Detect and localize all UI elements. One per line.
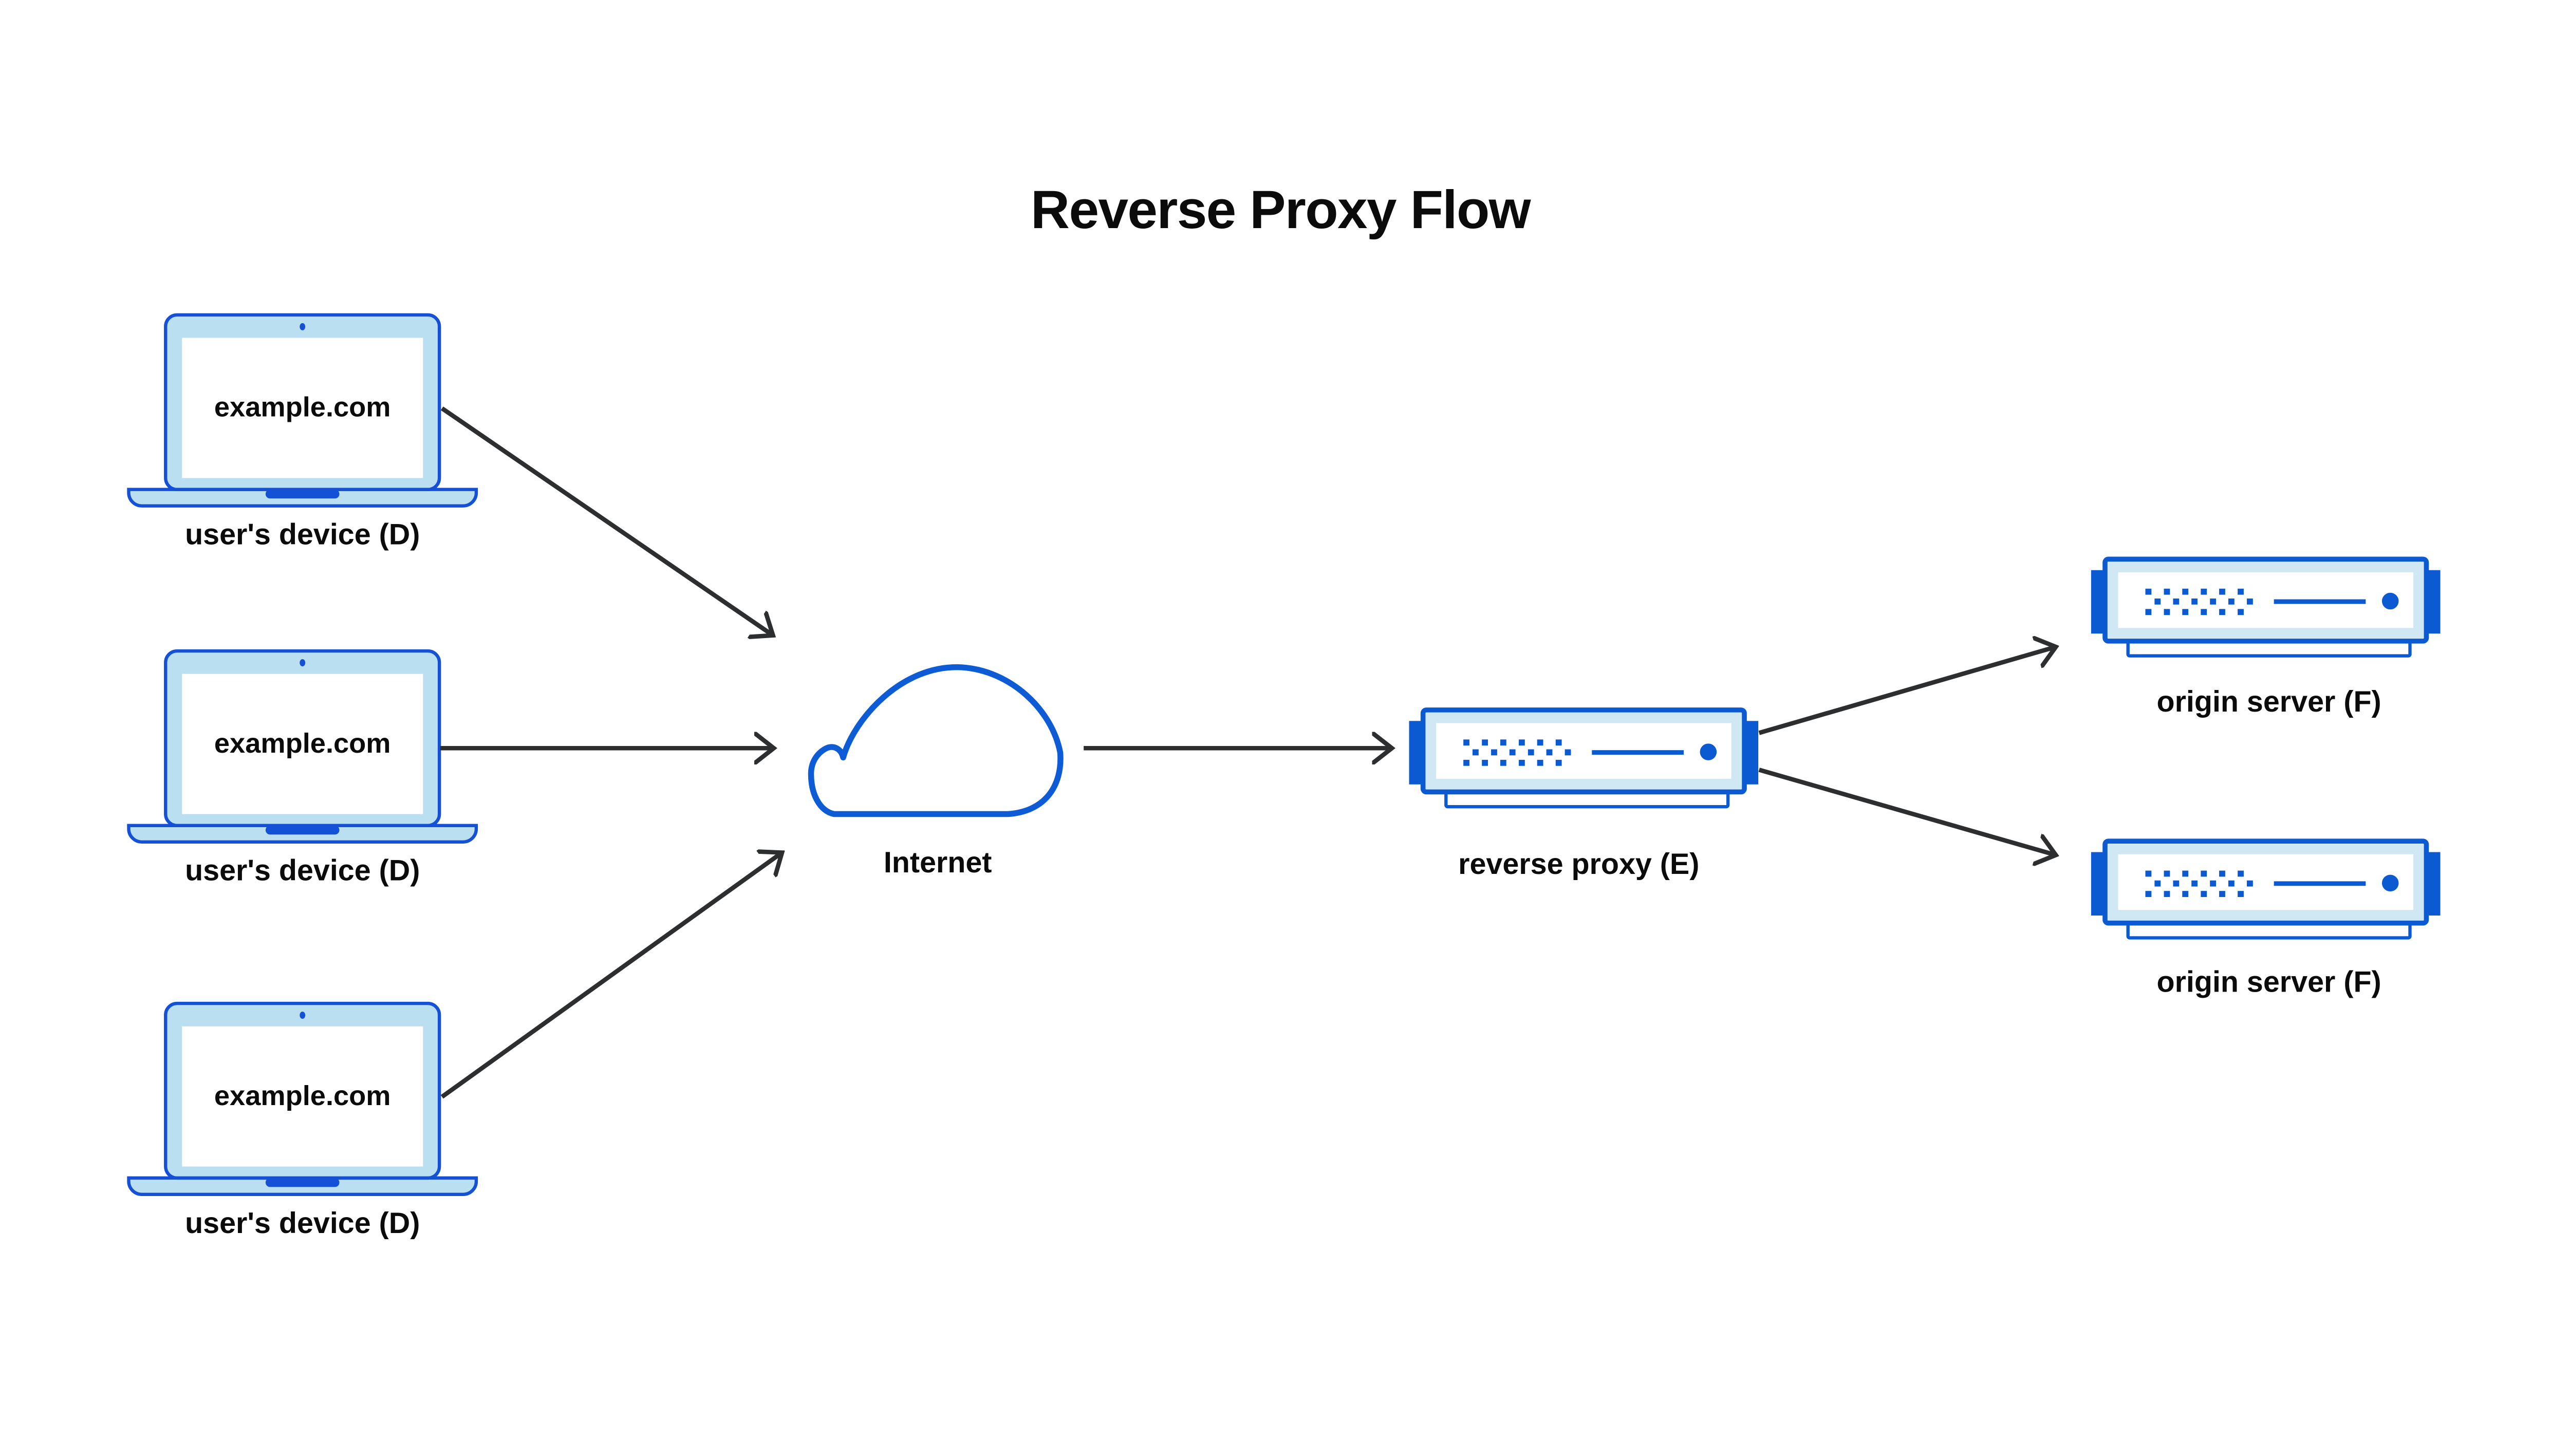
node-origin-server-2: origin server (F) [2091, 841, 2441, 999]
device-screen-text: example.com [214, 728, 391, 759]
node-origin-server-1: origin server (F) [2091, 559, 2441, 718]
server-icon [1409, 710, 1759, 807]
device-label: user's device (D) [185, 1207, 420, 1240]
server-icon [2091, 559, 2441, 656]
internet-label: Internet [884, 846, 992, 879]
node-reverse-proxy: reverse proxy (E) [1409, 710, 1759, 881]
origin-server-label: origin server (F) [2157, 966, 2381, 999]
device-screen-text: example.com [214, 1080, 391, 1111]
device-label: user's device (D) [185, 854, 420, 887]
arrow-reverse-proxy-to-origin2 [1758, 768, 2056, 855]
arrow-device1-to-internet [440, 406, 773, 636]
cloud-icon [808, 664, 1064, 817]
node-user-device-2: example.com user's device (D) [128, 651, 476, 887]
origin-server-label: origin server (F) [2157, 685, 2381, 718]
arrow-reverse-proxy-to-origin1 [1758, 647, 2056, 735]
reverse-proxy-label: reverse proxy (E) [1458, 848, 1699, 881]
page-title: Reverse Proxy Flow [1031, 180, 1532, 240]
device-screen-text: example.com [214, 392, 391, 423]
arrow-device3-to-internet [440, 853, 782, 1099]
node-user-device-1: example.com user's device (D) [128, 315, 476, 551]
device-label: user's device (D) [185, 518, 420, 551]
node-user-device-3: example.com user's device (D) [128, 1003, 476, 1240]
server-icon [2091, 841, 2441, 938]
node-internet: Internet [808, 664, 1064, 879]
